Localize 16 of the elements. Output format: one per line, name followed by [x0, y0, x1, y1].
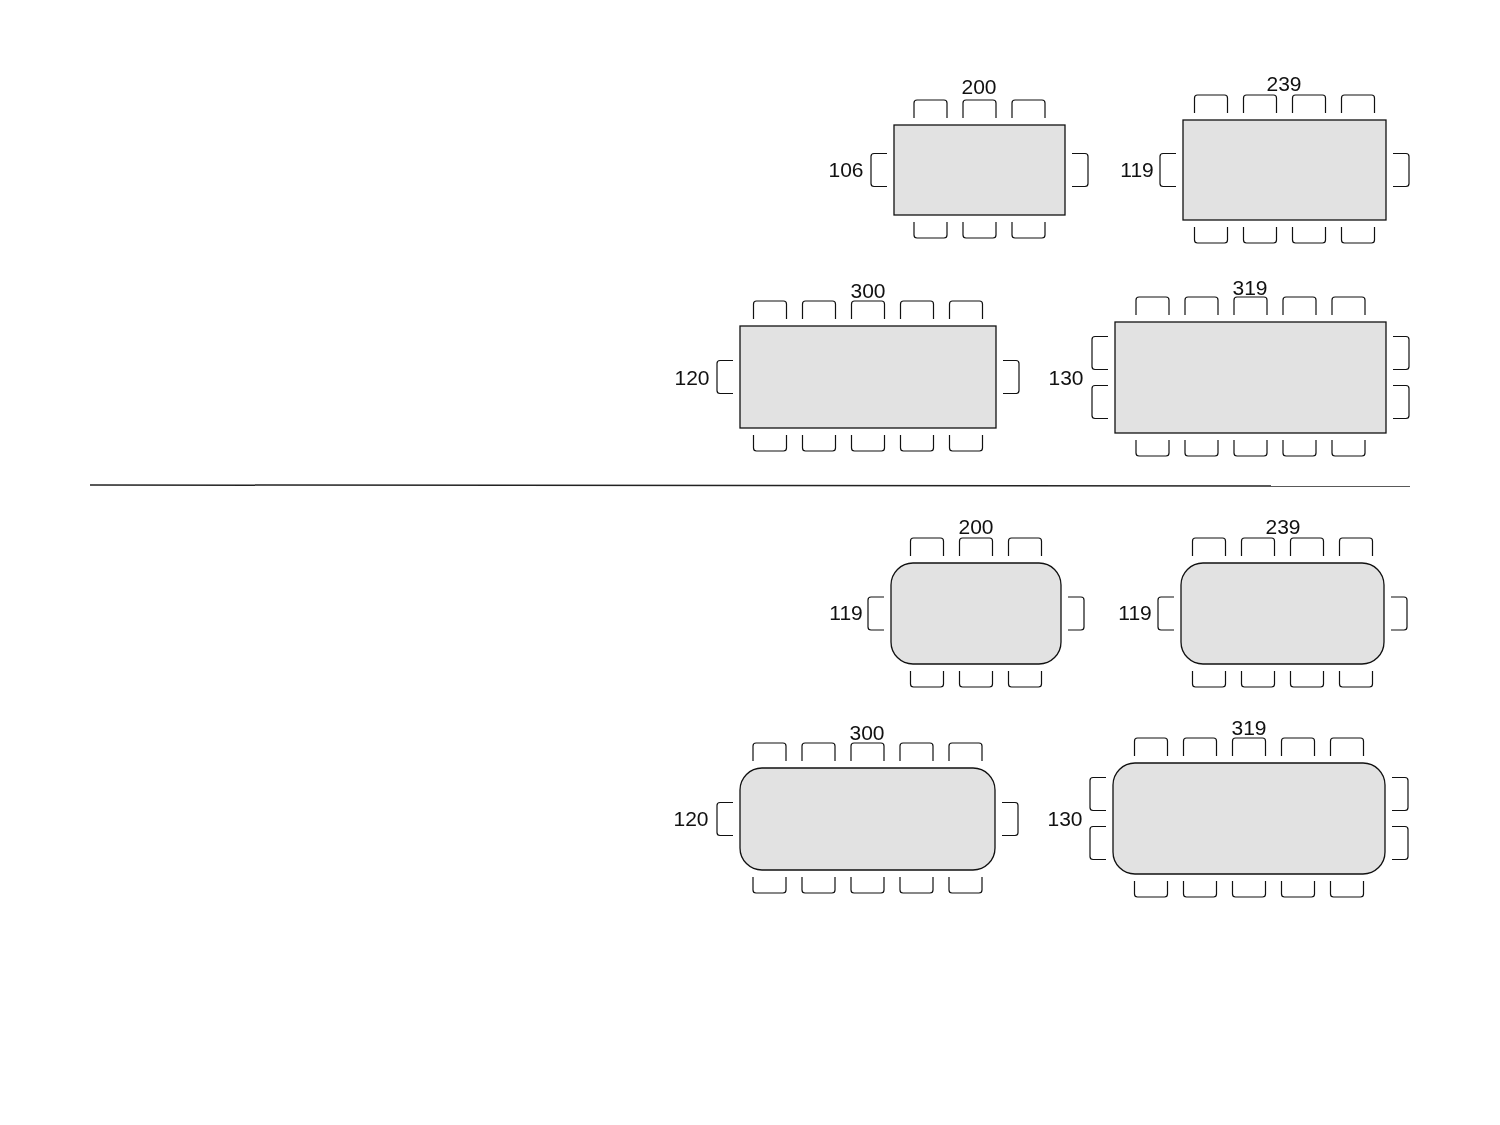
dimension-label: 119 [1120, 158, 1154, 180]
dimension-label: 106 [828, 158, 864, 180]
dimension-label: 119 [1118, 601, 1152, 623]
dimension-label: 120 [674, 366, 710, 388]
dimension-label: 319 [1231, 716, 1267, 738]
dimension-label: 130 [1047, 807, 1083, 829]
dimension-label: 300 [850, 279, 886, 301]
dimension-label: 200 [958, 515, 994, 537]
dimension-label: 239 [1265, 515, 1301, 537]
dimension-label: 119 [829, 601, 863, 623]
dimension-label: 300 [849, 721, 885, 743]
dimension-label: 130 [1048, 366, 1084, 388]
dimension-label: 319 [1232, 276, 1268, 298]
dimension-label: 200 [961, 75, 997, 97]
dimension-label: 239 [1266, 72, 1302, 94]
dimension-label: 120 [673, 807, 709, 829]
